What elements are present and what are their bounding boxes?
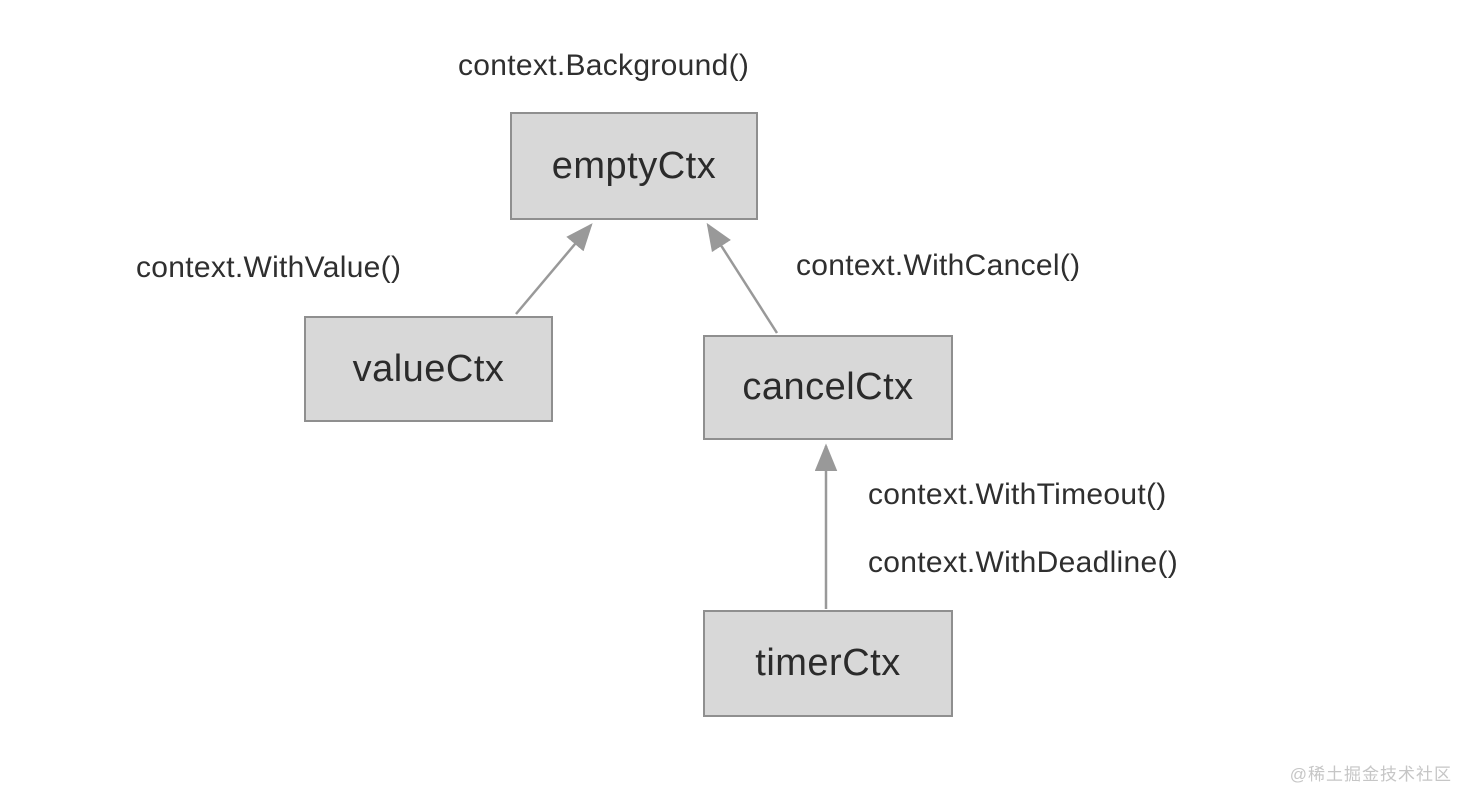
label-context-withtimeout: context.WithTimeout() [868,478,1167,511]
label-context-background: context.Background() [458,49,750,82]
node-cancelctx: cancelCtx [703,335,953,440]
label-context-withvalue: context.WithValue() [136,251,402,284]
node-emptyctx: emptyCtx [510,112,758,220]
label-context-withdeadline: context.WithDeadline() [868,546,1179,579]
watermark: @稀土掘金技术社区 [1289,765,1452,784]
edge-valuectx-emptyctx-arrow [515,223,593,315]
node-valuectx-label: valueCtx [352,347,505,390]
edge-cancelctx-emptyctx-arrow [706,222,779,334]
node-emptyctx-label: emptyCtx [551,144,717,187]
node-timerctx: timerCtx [703,610,953,717]
node-timerctx-label: timerCtx [755,642,901,684]
label-context-withcancel: context.WithCancel() [796,249,1081,282]
node-valuectx: valueCtx [304,316,553,422]
node-cancelctx-label: cancelCtx [742,366,914,408]
